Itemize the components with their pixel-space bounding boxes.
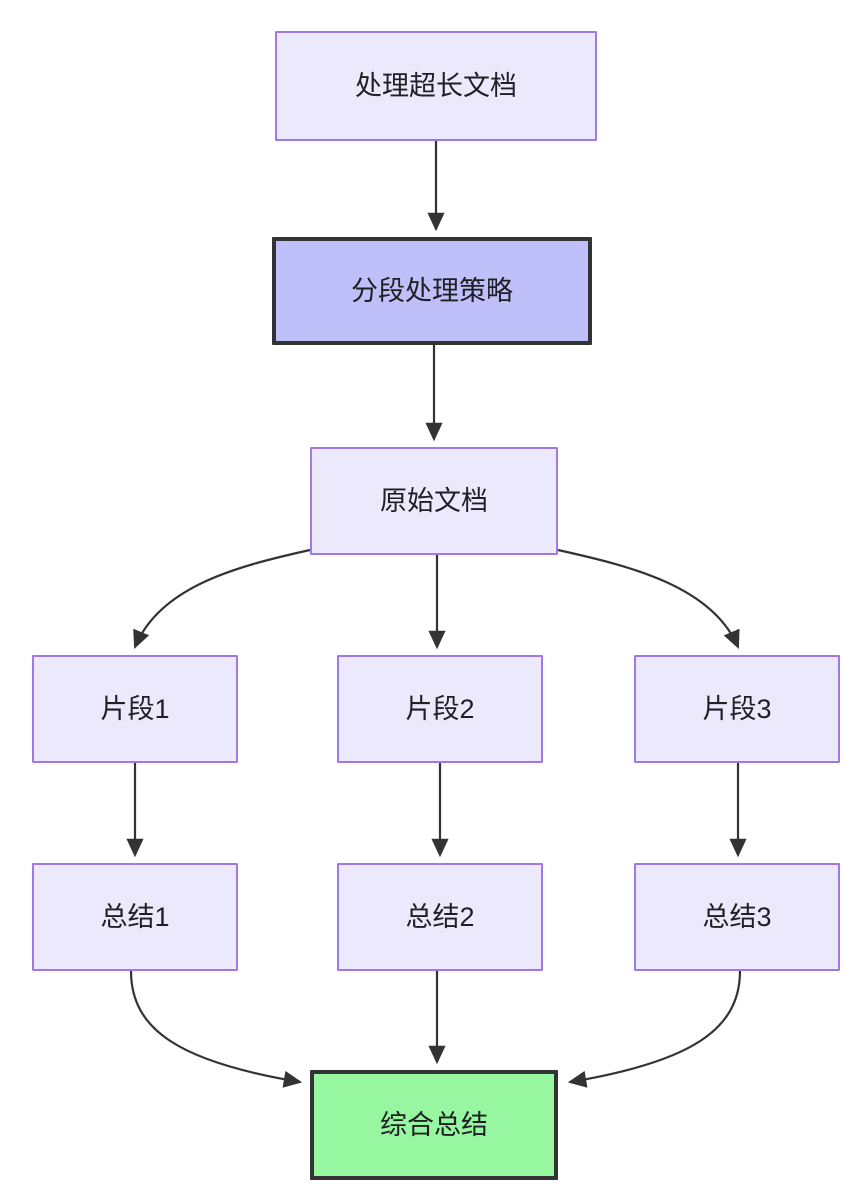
node-summary-2[interactable]: 总结2: [337, 863, 543, 971]
node-fragment-3[interactable]: 片段3: [634, 655, 840, 763]
edge-source-frag1: [133, 548, 311, 650]
node-strategy-label: 分段处理策略: [351, 275, 513, 306]
node-final-summary-label: 综合总结: [380, 1109, 488, 1140]
node-source[interactable]: 原始文档: [310, 447, 558, 555]
node-fragment-1[interactable]: 片段1: [32, 655, 238, 763]
node-fragment-2-label: 片段2: [405, 693, 475, 724]
node-fragment-3-label: 片段3: [702, 693, 772, 724]
edge-sum3-final: [567, 970, 742, 1088]
node-root-label: 处理超长文档: [355, 70, 517, 101]
edge-source-frag3: [557, 548, 740, 650]
edge-sum1-final: [129, 970, 303, 1088]
node-summary-2-label: 总结2: [405, 901, 475, 932]
node-fragment-1-label: 片段1: [100, 693, 170, 724]
node-summary-1[interactable]: 总结1: [32, 863, 238, 971]
node-summary-3-label: 总结3: [702, 901, 772, 932]
node-summary-3[interactable]: 总结3: [634, 863, 840, 971]
node-final-summary[interactable]: 综合总结: [310, 1070, 558, 1180]
node-strategy[interactable]: 分段处理策略: [272, 237, 592, 345]
node-fragment-2[interactable]: 片段2: [337, 655, 543, 763]
node-root[interactable]: 处理超长文档: [275, 31, 597, 141]
node-source-label: 原始文档: [380, 485, 488, 516]
node-summary-1-label: 总结1: [100, 901, 170, 932]
